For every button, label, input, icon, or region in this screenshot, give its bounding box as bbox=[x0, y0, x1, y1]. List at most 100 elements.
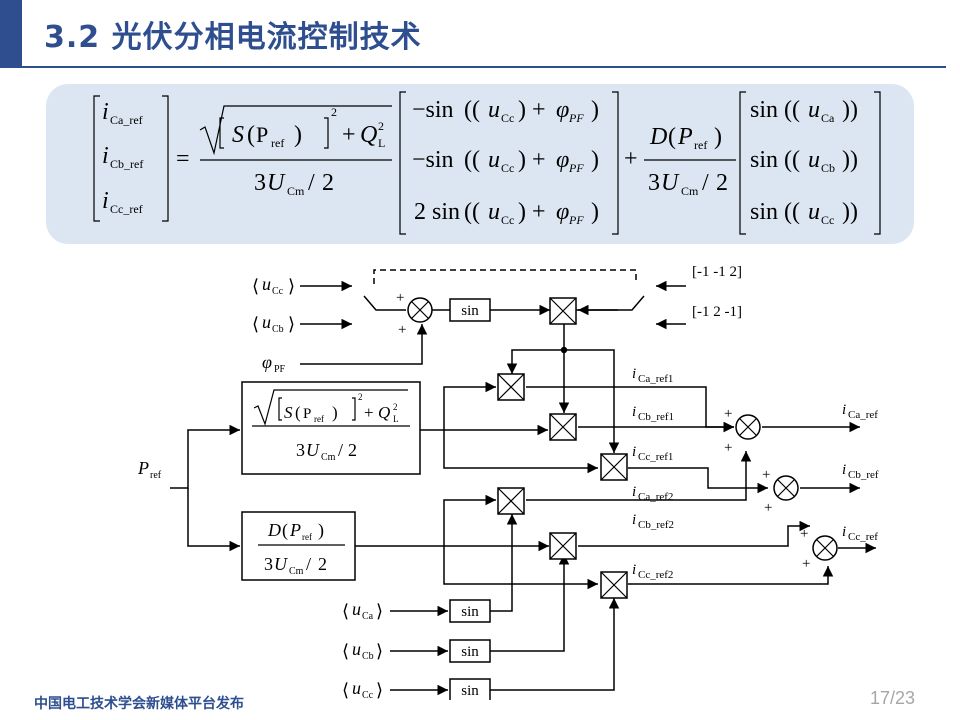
svg-text:u: u bbox=[262, 274, 271, 294]
svg-text:2: 2 bbox=[318, 554, 327, 574]
svg-text:2: 2 bbox=[322, 170, 334, 196]
svg-text:(: ( bbox=[282, 520, 288, 541]
svg-text:u: u bbox=[488, 97, 500, 123]
svg-text:u: u bbox=[808, 199, 820, 225]
output-cc-ref: Cc_ref bbox=[848, 531, 878, 543]
svg-text:): ) bbox=[318, 520, 324, 541]
page-number: 17/23 bbox=[870, 688, 916, 708]
svg-text:+: + bbox=[800, 526, 808, 542]
lhs-sub-b: Cb_ref bbox=[110, 157, 143, 171]
svg-text:PF: PF bbox=[568, 213, 584, 227]
svg-text:): ) bbox=[714, 124, 722, 150]
svg-text:2: 2 bbox=[393, 402, 398, 412]
svg-text:S: S bbox=[284, 403, 293, 422]
svg-text:u: u bbox=[352, 678, 361, 698]
phi-sub: PF bbox=[274, 364, 286, 375]
svg-text:((: (( bbox=[784, 147, 800, 173]
svg-text:⟨: ⟨ bbox=[342, 680, 349, 700]
svg-text:/: / bbox=[338, 440, 343, 460]
ucc-sub: Cc bbox=[272, 286, 284, 297]
svg-text:2: 2 bbox=[378, 119, 384, 133]
gain-box-2-formula: D ( P ref ) 3 U Cm / 2 bbox=[264, 520, 327, 577]
svg-text:2: 2 bbox=[331, 105, 337, 119]
svg-text:): ) bbox=[591, 97, 599, 123]
svg-text:+: + bbox=[802, 556, 810, 572]
svg-text:ref: ref bbox=[302, 532, 312, 542]
svg-text:u: u bbox=[488, 199, 500, 225]
svg-text:φ: φ bbox=[556, 97, 569, 123]
signal-ca-ref2: Ca_ref2 bbox=[638, 491, 673, 503]
svg-text:2: 2 bbox=[358, 392, 363, 402]
svg-text:⟨: ⟨ bbox=[252, 314, 259, 334]
svg-text:): ) bbox=[591, 147, 599, 173]
svg-text:⟩: ⟩ bbox=[376, 680, 383, 700]
top-sin-block bbox=[449, 298, 491, 322]
sin-label-c: sin bbox=[461, 683, 479, 699]
svg-text:i: i bbox=[632, 562, 636, 578]
svg-text:⟨: ⟨ bbox=[342, 601, 349, 621]
sin-label-a: sin bbox=[461, 604, 479, 620]
svg-text:U: U bbox=[274, 554, 288, 574]
title-underline bbox=[22, 66, 946, 68]
top-sin-label: sin bbox=[461, 303, 479, 319]
sin-block-c bbox=[449, 678, 491, 700]
svg-text:((: (( bbox=[784, 199, 800, 225]
svg-text:Cm: Cm bbox=[289, 566, 304, 577]
svg-text:⟩: ⟩ bbox=[376, 601, 383, 621]
svg-text:): ) bbox=[591, 199, 599, 225]
matrix-2: sin (( u Ca )) sin (( u Cb )) sin (( u C… bbox=[750, 97, 858, 227]
bottom-ua-sub: Ca bbox=[362, 611, 374, 622]
svg-text:i: i bbox=[632, 512, 636, 528]
svg-text:⟩: ⟩ bbox=[288, 314, 295, 334]
svg-text:+: + bbox=[724, 440, 732, 456]
svg-text:2: 2 bbox=[348, 440, 357, 460]
svg-text:U: U bbox=[267, 170, 286, 196]
svg-text:sin: sin bbox=[750, 147, 778, 173]
fraction-2: D ( P ref ) 3 U Cm / 2 bbox=[648, 124, 728, 198]
svg-text:i: i bbox=[102, 188, 109, 214]
svg-text:) +: ) + bbox=[518, 147, 546, 173]
signal-ca-ref1: Ca_ref1 bbox=[638, 373, 673, 385]
svg-text:(: ( bbox=[668, 124, 676, 150]
current-reference-equation: i Ca_ref i Cb_ref i Cc_ref = S ( P ref )… bbox=[93, 91, 881, 235]
svg-text:+: + bbox=[396, 290, 404, 306]
svg-text:S: S bbox=[232, 122, 244, 148]
fraction-1: S ( P ref ) 2 + Q 2 L 3 U Cm / 2 bbox=[232, 105, 385, 198]
equals-sign: = bbox=[176, 146, 190, 172]
svg-text:P: P bbox=[677, 124, 693, 150]
svg-text:/: / bbox=[306, 554, 311, 574]
svg-text:φ: φ bbox=[262, 352, 272, 372]
svg-text:φ: φ bbox=[556, 199, 569, 225]
svg-text:Cc: Cc bbox=[501, 161, 514, 175]
svg-text:((: (( bbox=[464, 199, 480, 225]
svg-text:Cm: Cm bbox=[287, 184, 305, 198]
vector-2-label: [-1 2 -1] bbox=[692, 304, 742, 320]
svg-text:i: i bbox=[842, 524, 846, 540]
svg-text:)): )) bbox=[842, 147, 858, 173]
svg-text:u: u bbox=[808, 97, 820, 123]
svg-text:U: U bbox=[306, 440, 320, 460]
gain-box-1-formula: S ( P ref ) 2 + Q 2 L 3 U Cm / 2 bbox=[284, 392, 399, 463]
svg-text:(: ( bbox=[295, 403, 301, 422]
bottom-uc-sub: Cc bbox=[362, 690, 374, 700]
output-cb-ref: Cb_ref bbox=[848, 469, 879, 481]
svg-text:i: i bbox=[632, 484, 636, 500]
svg-text:((: (( bbox=[784, 97, 800, 123]
svg-text:sin: sin bbox=[750, 97, 778, 123]
svg-text:u: u bbox=[808, 147, 820, 173]
svg-text:⟩: ⟩ bbox=[376, 641, 383, 661]
svg-text:u: u bbox=[352, 639, 361, 659]
svg-text:) +: ) + bbox=[518, 97, 546, 123]
svg-text:U: U bbox=[661, 170, 680, 196]
sin-block-a bbox=[449, 599, 491, 623]
svg-text:i: i bbox=[102, 143, 109, 169]
svg-text:P: P bbox=[256, 122, 268, 147]
ucb-sub: Cb bbox=[272, 324, 284, 335]
svg-text:ref: ref bbox=[271, 136, 284, 150]
svg-text:): ) bbox=[332, 403, 338, 422]
vector-1-label: [-1 -1 2] bbox=[692, 264, 742, 280]
svg-text:i: i bbox=[632, 366, 636, 382]
svg-text:3: 3 bbox=[264, 554, 273, 574]
svg-text:3: 3 bbox=[648, 170, 660, 196]
svg-text:Cc: Cc bbox=[501, 111, 514, 125]
